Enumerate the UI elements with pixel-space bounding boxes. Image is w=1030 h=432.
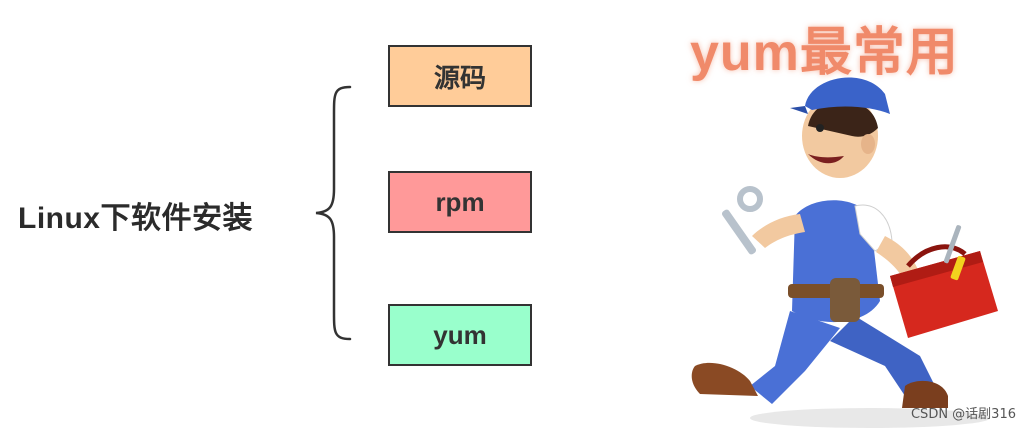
root-label: Linux下软件安装 bbox=[18, 202, 253, 235]
option-box-yum: yum bbox=[388, 304, 532, 366]
option-label-source: 源码 bbox=[433, 62, 486, 93]
option-label-yum: yum bbox=[433, 319, 487, 350]
headline: yum最常用 bbox=[690, 24, 959, 82]
watermark: CSDN @话剧316 bbox=[910, 407, 1016, 422]
option-box-rpm: rpm bbox=[388, 171, 532, 233]
brace-icon bbox=[315, 85, 352, 341]
option-label-rpm: rpm bbox=[435, 186, 485, 217]
worker-illustration-icon bbox=[691, 77, 998, 428]
option-box-source: 源码 bbox=[388, 45, 532, 107]
